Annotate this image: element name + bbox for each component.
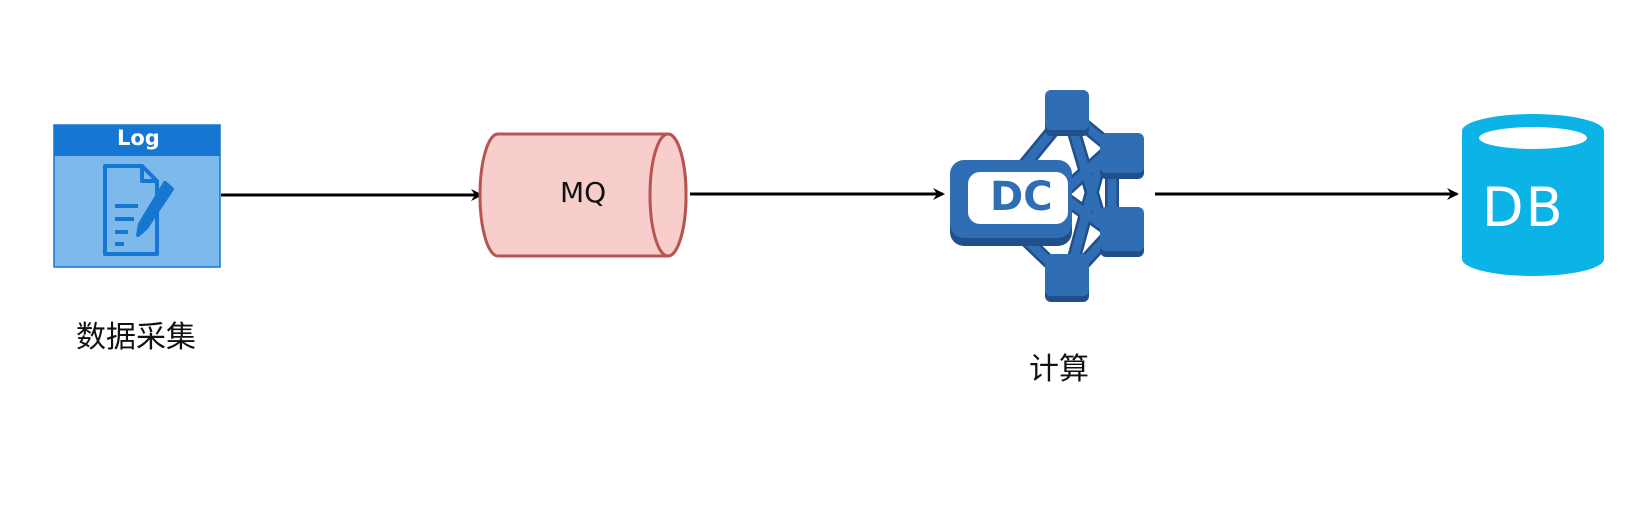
- compute-node[interactable]: [950, 90, 1144, 302]
- mq-node[interactable]: [478, 132, 688, 258]
- document-pen-icon: [103, 164, 174, 256]
- log-label: 数据采集: [76, 320, 196, 355]
- db-cylinder-top: [1479, 127, 1587, 149]
- dc-badge-text: DC: [990, 174, 1053, 220]
- mq-cylinder-end: [648, 132, 688, 258]
- db-label: DB: [1482, 176, 1565, 239]
- compute-label: 计算: [1029, 352, 1089, 387]
- log-title: Log: [117, 126, 160, 150]
- log-node[interactable]: [53, 124, 221, 268]
- network-hub-icon: [950, 90, 1144, 302]
- db-cylinder: [1462, 114, 1604, 276]
- mq-label: MQ: [560, 176, 607, 209]
- log-header: [54, 125, 220, 156]
- db-node[interactable]: [1462, 114, 1604, 276]
